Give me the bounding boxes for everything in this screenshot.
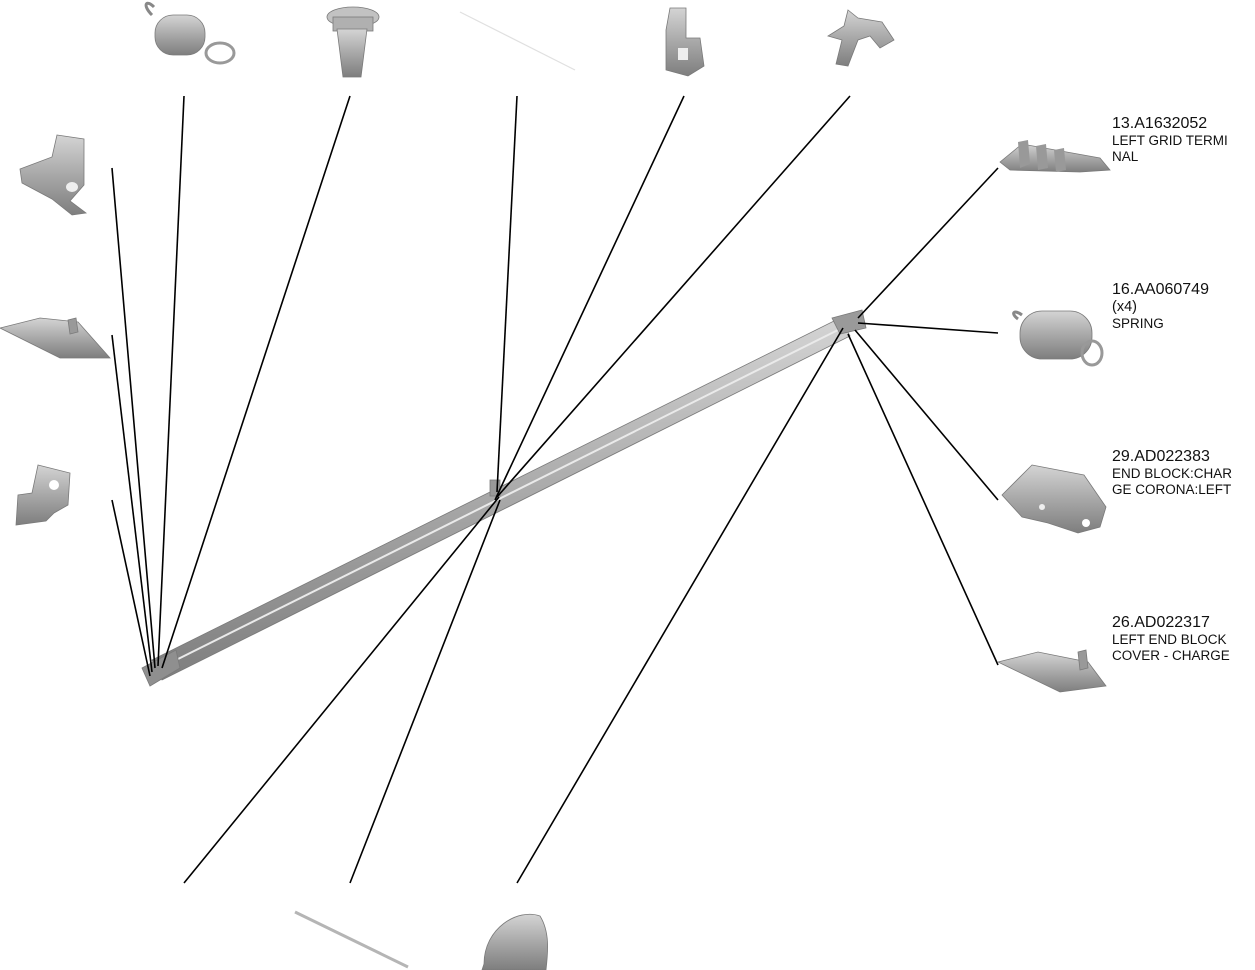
callout-end-block: 29.AD022383 END BLOCK:CHAR GE CORONA:LEF…: [1112, 448, 1232, 497]
callout-left-grid-terminal: 13.A1632052 LEFT GRID TERMI NAL: [1112, 115, 1228, 164]
pin-part-top: [326, 6, 380, 78]
leader-line: [516, 327, 844, 884]
end-cap-bottom: [481, 914, 549, 970]
callout-spring: 16.AA060749 (x4) SPRING: [1112, 281, 1209, 332]
leader-lines: [111, 95, 999, 884]
spring-part-right: [1012, 310, 1104, 367]
leader-line: [496, 95, 851, 498]
part-number: 16.AA060749: [1112, 281, 1209, 298]
part-number: 13.A1632052: [1112, 115, 1208, 132]
end-block-right: [1001, 464, 1107, 534]
leader-line: [111, 167, 156, 669]
left-grid-terminal-part: [999, 140, 1111, 173]
leader-line: [857, 322, 999, 334]
part-number: 26.AD022317: [1112, 614, 1210, 631]
end-block-cover-right: [996, 649, 1107, 693]
clip-part-top: [827, 9, 895, 67]
grid-wire-bottom: [294, 910, 409, 969]
bracket-part-top: [665, 7, 705, 77]
leader-line: [349, 499, 501, 884]
leader-line: [496, 95, 518, 493]
leader-line: [857, 167, 999, 319]
leader-line: [854, 329, 999, 501]
callout-end-block-cover: 26.AD022317 LEFT END BLOCK COVER - CHARG…: [1112, 614, 1230, 663]
leader-line: [157, 95, 185, 667]
leader-line: [847, 333, 999, 666]
spring-part-top: [144, 1, 236, 65]
part-description: END BLOCK:CHAR GE CORONA:LEFT: [1112, 466, 1233, 497]
leader-line: [183, 496, 500, 884]
leader-line: [111, 334, 153, 673]
part-number: 29.AD022383: [1112, 448, 1210, 465]
cover-plate-left: [0, 317, 111, 359]
part-description: LEFT END BLOCK COVER - CHARGE: [1112, 632, 1230, 663]
leader-line: [494, 95, 685, 501]
terminal-left: [15, 464, 71, 526]
end-block-left-top: [19, 134, 88, 216]
grid-wire-top: [459, 11, 576, 71]
part-quantity: (x4): [1112, 299, 1137, 316]
part-description: LEFT GRID TERMI NAL: [1112, 133, 1228, 164]
leader-line: [111, 499, 151, 677]
leader-line: [161, 95, 351, 669]
charge-corona-bar: [141, 309, 867, 687]
part-description: SPRING: [1112, 316, 1164, 332]
